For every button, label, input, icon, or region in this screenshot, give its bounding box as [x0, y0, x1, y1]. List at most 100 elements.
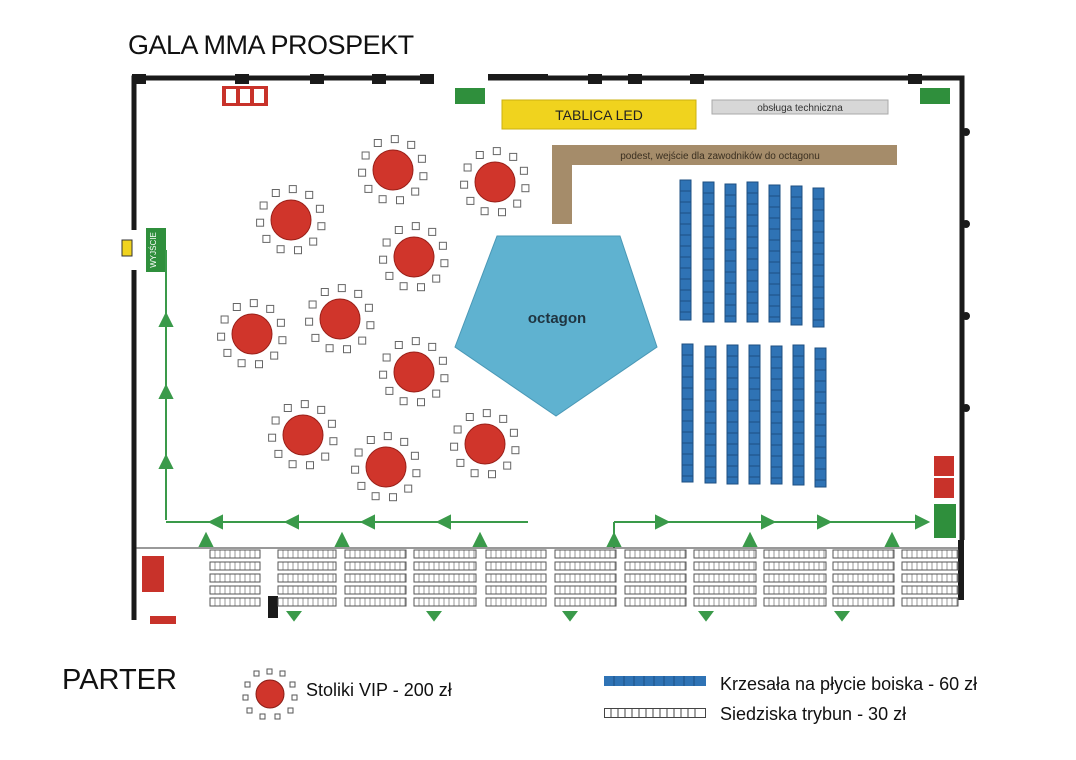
vip-seat: [354, 448, 363, 457]
vip-seat: [373, 139, 382, 147]
vip-seat: [509, 152, 518, 161]
vip-seat: [276, 245, 285, 254]
vip-seat: [364, 303, 373, 312]
vip-seat: [354, 289, 363, 298]
vip-seat: [400, 437, 409, 446]
vip-table-top: [393, 351, 435, 393]
vip-seat: [262, 234, 271, 243]
chair-column: [704, 345, 717, 484]
vip-seat: [411, 337, 420, 346]
vip-seat: [274, 449, 283, 458]
chair-column: [748, 344, 761, 485]
vip-seat: [379, 370, 388, 379]
vip-seat: [371, 492, 380, 501]
vip-seat: [317, 222, 326, 231]
vip-seat: [470, 469, 479, 478]
vip-seat: [389, 493, 397, 502]
vip-seat: [270, 351, 279, 360]
vip-table: [460, 147, 530, 217]
vip-seat: [488, 470, 496, 479]
chair-column: [724, 183, 737, 323]
vip-seat: [438, 356, 447, 365]
stand-block: [413, 549, 477, 607]
vip-table: [268, 400, 338, 470]
vip-seat: [308, 300, 317, 309]
vip-seat: [249, 299, 258, 308]
octagon-label: octagon: [528, 310, 586, 327]
vip-seat: [271, 189, 280, 197]
vip-seat: [394, 341, 403, 349]
exit-sign-label: WYJŚCIE: [149, 232, 158, 268]
stand-block: [624, 549, 687, 607]
vip-seat: [440, 374, 449, 383]
vip-table: [256, 185, 326, 255]
vip-seat: [358, 336, 367, 345]
vip-seat: [450, 442, 459, 451]
chair-column: [792, 344, 805, 486]
vip-seat: [399, 397, 408, 406]
vip-seat: [509, 428, 518, 437]
chair-column: [746, 181, 759, 323]
vip-seat: [428, 227, 437, 236]
vip-seat: [379, 255, 388, 264]
stand-block: [344, 549, 407, 607]
stage: podest, wejście dla zawodników do octago…: [552, 145, 897, 224]
legend-vip-label: Stoliki VIP - 200 zł: [306, 680, 452, 700]
vip-table: [217, 299, 287, 369]
vip-seat: [417, 398, 425, 407]
vip-table-top: [365, 446, 407, 488]
tech-area: obsługa techniczna: [711, 99, 889, 115]
led-board-label: TABLICA LED: [555, 107, 643, 123]
vip-seat: [383, 432, 392, 441]
vip-table-top: [270, 199, 312, 241]
vip-seat: [503, 461, 512, 470]
vip-seat: [410, 451, 419, 460]
vip-seat: [419, 172, 428, 181]
vip-seat: [466, 196, 475, 205]
stand-block: [832, 549, 895, 607]
vip-seat: [511, 446, 520, 455]
vip-seat: [259, 201, 268, 210]
vip-table-top: [393, 236, 435, 278]
vip-seat: [329, 437, 338, 446]
floor-plan: WYJŚCIE TABLICA LED obsługa techniczna p…: [121, 74, 970, 624]
vip-seat: [475, 151, 484, 159]
vip-seat: [278, 336, 287, 345]
vip-seat: [306, 461, 314, 470]
vip-seat: [305, 190, 314, 199]
vip-seat: [276, 318, 285, 327]
vip-seat: [300, 400, 309, 409]
vip-seat: [255, 360, 263, 369]
floor-chairs: [679, 179, 827, 488]
vip-seat: [283, 404, 292, 412]
vip-seat: [396, 196, 404, 205]
chair-column: [702, 181, 715, 323]
vip-seat: [519, 166, 528, 175]
led-board: TABLICA LED: [501, 99, 697, 130]
stage-label: podest, wejście dla zawodników do octago…: [620, 151, 820, 162]
legend-chairs-label: Krzesała na płycie boiska - 60 zł: [720, 674, 978, 694]
vip-seat: [309, 237, 318, 246]
vip-seat: [417, 283, 425, 292]
chair-column: [814, 347, 827, 488]
vip-table: [379, 222, 449, 292]
vip-seat: [440, 259, 449, 268]
stand-block: [763, 549, 827, 607]
vip-seat: [366, 436, 375, 444]
vip-seat: [382, 238, 391, 247]
vip-seat: [311, 333, 320, 342]
vip-seat: [411, 187, 420, 196]
vip-seat: [404, 484, 413, 493]
vip-seat: [315, 204, 324, 213]
vip-table-top: [231, 313, 273, 355]
vip-seat: [351, 465, 360, 474]
floor-label: PARTER: [62, 664, 177, 696]
vip-seat: [288, 460, 297, 469]
vip-seat: [237, 359, 246, 368]
walkway-arrows: [158, 250, 931, 622]
vip-seat: [480, 207, 489, 216]
vip-seat: [456, 458, 465, 467]
stand-block: [901, 549, 959, 607]
vip-seat: [343, 345, 351, 354]
vip-seat: [358, 168, 367, 177]
